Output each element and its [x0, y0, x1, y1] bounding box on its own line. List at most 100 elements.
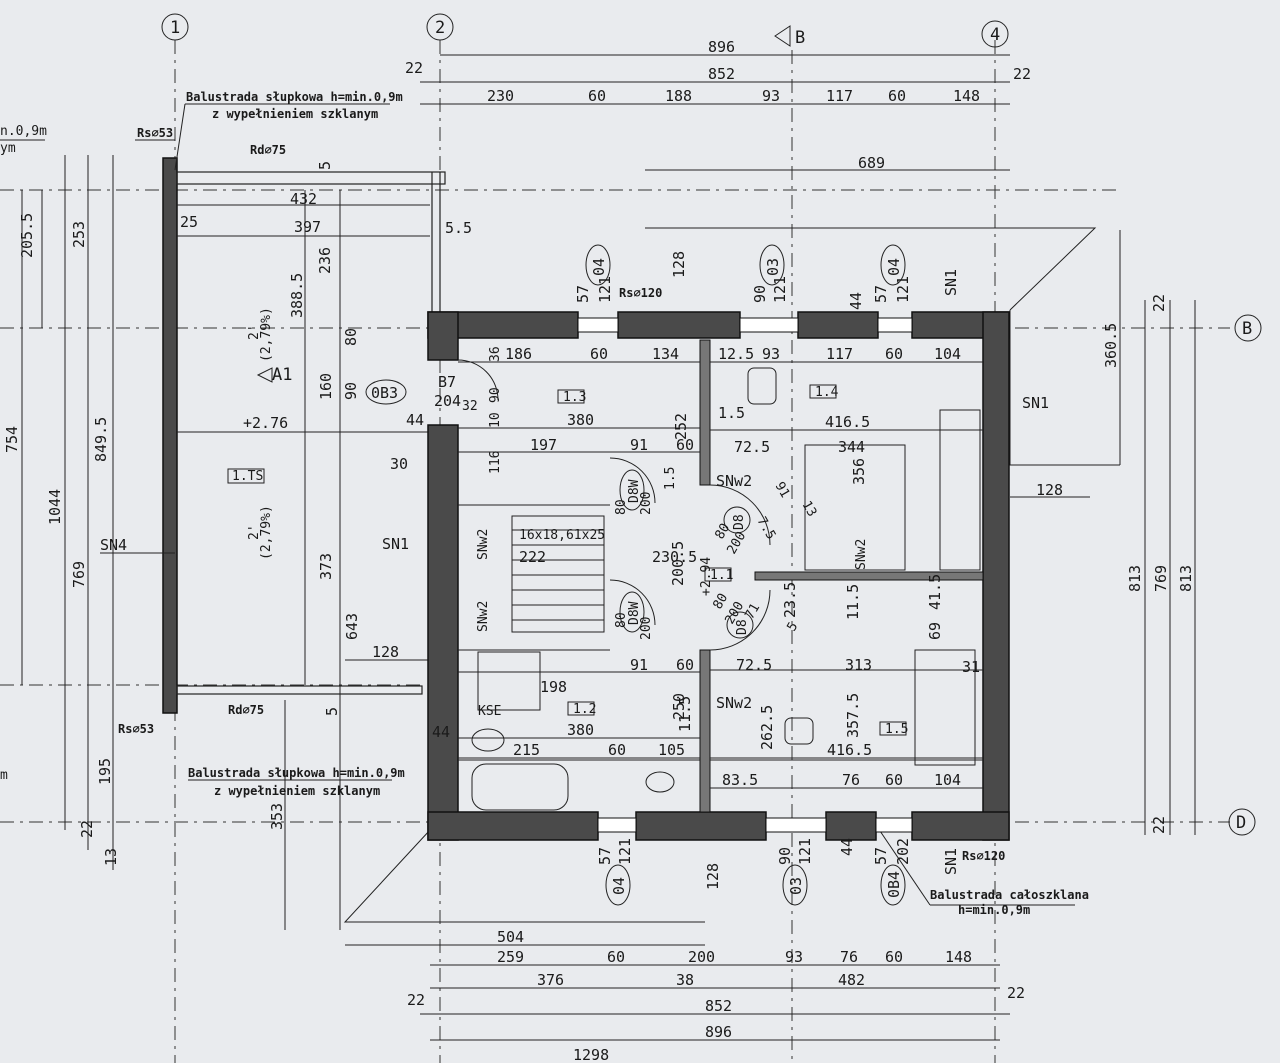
window-tag-0b3: 0B3 — [371, 384, 398, 402]
dim-5-diag: 5 — [784, 620, 801, 634]
dim-r15-11-5: 11.5 — [844, 584, 862, 620]
dim-80: 80 — [342, 328, 360, 346]
dim-373: 373 — [317, 553, 335, 580]
window-tag-03-b: 03 — [787, 877, 805, 895]
dim-44-side: 44 — [432, 723, 450, 741]
wall-snw2-a: SNw2 — [716, 472, 752, 490]
dim-top-row-3: 188 — [665, 87, 692, 105]
grid-lines — [0, 40, 1230, 1063]
dim-482: 482 — [838, 971, 865, 989]
dim-r14-344: 344 — [838, 438, 865, 456]
dim-1-5: 1.5 — [663, 467, 678, 490]
wall-snw2-e: SNw2 — [854, 539, 869, 570]
door-d8w-b: D8W — [627, 601, 642, 625]
dim-689: 689 — [858, 154, 885, 172]
dim-253: 253 — [70, 221, 88, 248]
grid-axis-bubbles: 1 2 4 B D B — [161, 13, 1262, 836]
dim-r14-12-5: 12.5 — [718, 345, 754, 363]
dim-754: 754 — [3, 426, 21, 453]
dim-769-right: 769 — [1152, 565, 1170, 592]
dim-r13-197: 197 — [530, 436, 557, 454]
dim-896-bottom: 896 — [705, 1023, 732, 1041]
dim-397: 397 — [294, 218, 321, 236]
dim-r15-262-5: 262.5 — [758, 705, 776, 750]
dim-top-row-1: 230 — [487, 87, 514, 105]
dim-r15-416-5: 416.5 — [827, 741, 872, 759]
note-balustrade-glass: Balustrada całoszklana — [930, 888, 1089, 902]
note-rs120-bottom: Rs⌀120 — [962, 849, 1005, 863]
dim-bottom-row-7: 148 — [945, 948, 972, 966]
dim-852-bottom: 852 — [705, 997, 732, 1015]
dim-window-202: 202 — [894, 838, 912, 865]
dim-r13-60b: 60 — [676, 436, 694, 454]
dim-window-121-b: 121 — [771, 276, 789, 303]
dim-1044: 1044 — [46, 489, 64, 525]
dim-388-5: 388.5 — [288, 273, 306, 318]
door-80-b: 80 — [614, 612, 629, 628]
toilet-icon — [471, 728, 505, 752]
wall-sn1-right: SN1 — [1022, 394, 1049, 412]
door-80-c: 80 — [712, 521, 733, 542]
dim-128-right: 128 — [1036, 481, 1063, 499]
dim-r12-105: 105 — [658, 741, 685, 759]
dim-769-left: 769 — [70, 561, 88, 588]
dim-bottom-row-6: 60 — [885, 948, 903, 966]
stairs-222: 222 — [519, 548, 546, 566]
chair-icon-2 — [747, 367, 777, 405]
dim-643: 643 — [343, 613, 361, 640]
stairs-spec: 16x18,61x25 — [519, 528, 605, 543]
dim-window-57-d: 57 — [872, 847, 890, 865]
note-rs53-bottom: Rs⌀53 — [118, 722, 154, 736]
dim-91-diag: 91 — [772, 480, 793, 501]
dim-window-121-e: 121 — [796, 838, 814, 865]
door-swing-2 — [609, 579, 656, 626]
section-a1: A1 — [272, 365, 292, 385]
dim-top-row-2: 60 — [588, 87, 606, 105]
door-200-a: 200 — [639, 492, 654, 515]
roof-outline — [343, 227, 1120, 923]
dim-bottom-row-4: 93 — [785, 948, 803, 966]
dim-r13-10: 10 — [488, 412, 503, 428]
dim-90: 90 — [342, 382, 360, 400]
room-1-1: 1.1 — [710, 568, 733, 583]
dim-r14-1-5: 1.5 — [718, 404, 745, 422]
dim-r13-252: 252 — [672, 413, 690, 440]
door-d8-a: D8 — [732, 514, 747, 530]
door-swing-4 — [709, 589, 771, 651]
room-1-2: 1.2 — [573, 702, 596, 717]
dim-160: 160 — [317, 373, 335, 400]
dim-r14-104: 104 — [934, 345, 961, 363]
dim-r13-380: 380 — [567, 411, 594, 429]
dim-window-44-b: 44 — [838, 838, 856, 856]
dim-r15-23-5: 23.5 — [781, 582, 799, 618]
dim-window-121-c: 121 — [894, 276, 912, 303]
dim-44: 44 — [406, 411, 424, 429]
axis-d: D — [1236, 813, 1246, 833]
axis-1: 1 — [170, 18, 180, 38]
dim-32: 32 — [462, 399, 478, 414]
dim-r15-31: 31 — [962, 658, 980, 676]
section-b-label: B — [795, 28, 805, 48]
dim-353: 353 — [268, 803, 286, 830]
dim-896-top: 896 — [708, 38, 735, 56]
slope-label-2: 2' — [247, 524, 262, 540]
dim-r14-60: 60 — [885, 345, 903, 363]
bathtub-icon — [471, 763, 569, 811]
dim-128-terrace: 128 — [372, 643, 399, 661]
slope-percent: (2,79%) — [259, 307, 274, 362]
dim-r12-198: 198 — [540, 678, 567, 696]
dim-bottom-row-3: 200 — [688, 948, 715, 966]
section-marker-icon — [774, 25, 791, 47]
balustrade-bottom — [176, 685, 423, 695]
wall-snw2-c: SNw2 — [476, 529, 491, 560]
dim-top-row-4: 93 — [762, 87, 780, 105]
dim-r15-72-5: 72.5 — [736, 656, 772, 674]
dim-236: 236 — [316, 247, 334, 274]
chair-icon — [784, 717, 814, 745]
bed-icon — [804, 444, 906, 571]
shower-icon — [477, 651, 541, 711]
dim-r12-11-5: 11.5 — [676, 696, 694, 732]
bottom-dimensions: 504 259 60 200 93 76 60 148 376 38 482 2… — [345, 928, 1025, 1063]
dim-r14-72-5: 72.5 — [734, 438, 770, 456]
axis-2: 2 — [435, 18, 445, 38]
